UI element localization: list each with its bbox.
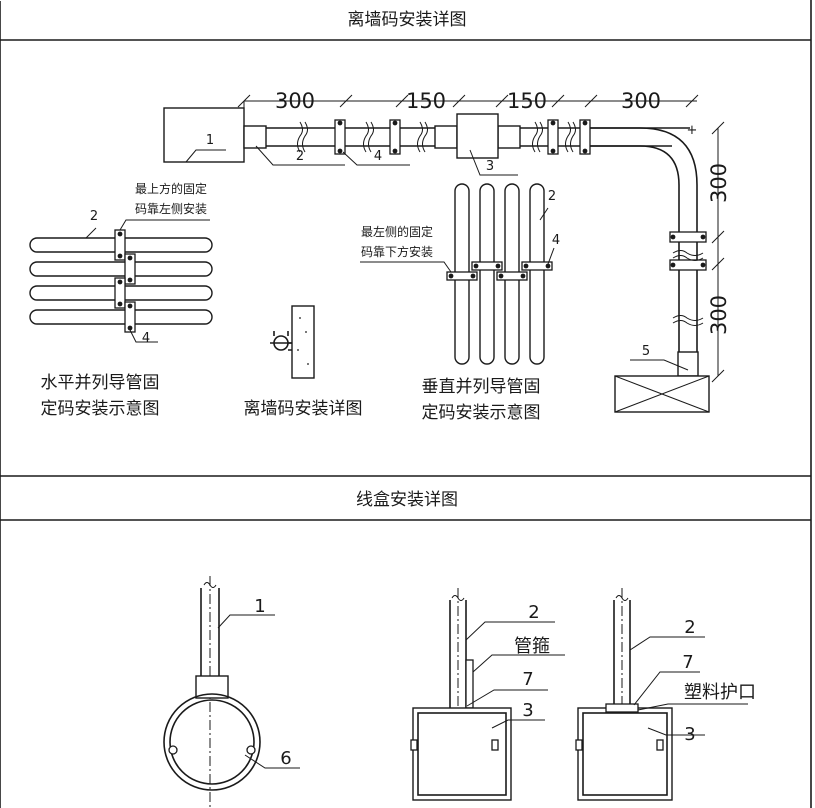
horiz-label-2: 2 xyxy=(90,209,98,224)
dim-300-vertical-lower: 300 xyxy=(707,295,731,335)
mid-label-hoop: 管箍 xyxy=(514,636,550,657)
label-4: 4 xyxy=(374,149,382,164)
mid-label-7: 7 xyxy=(522,669,533,690)
square-box-guard-detail: 2 7 塑料护口 3 xyxy=(575,588,756,801)
vert-caption-line1: 垂直并列导管固 xyxy=(422,377,541,397)
vert-note-line2: 码靠下方安装 xyxy=(361,244,433,259)
dim-150-second: 150 xyxy=(507,89,547,113)
right-label-3: 3 xyxy=(684,724,695,745)
mid-label-2: 2 xyxy=(528,602,539,623)
round-box-detail: 1 6 xyxy=(163,576,300,808)
label-5: 5 xyxy=(642,344,650,359)
vert-note-line1: 最左侧的固定 xyxy=(361,224,433,239)
section-title-junction-box: 线盒安装详图 xyxy=(356,490,458,510)
junction-box-1 xyxy=(163,107,245,163)
label-1: 1 xyxy=(206,133,214,148)
horiz-caption-line1: 水平并列导管固 xyxy=(41,373,160,393)
junction-box-3 xyxy=(456,113,499,159)
horiz-note-line2: 码靠左侧安装 xyxy=(135,201,207,216)
plus-mark: + xyxy=(687,123,698,138)
dim-300-first: 300 xyxy=(275,89,315,113)
dim-300-second: 300 xyxy=(621,89,661,113)
conduit-run-diagram: 300 150 150 300 + 300 300 1 2 4 3 5 xyxy=(163,89,731,413)
right-label-2: 2 xyxy=(684,617,695,638)
horiz-note-line1: 最上方的固定 xyxy=(135,181,207,196)
vert-label-4: 4 xyxy=(552,233,560,248)
horizontal-parallel-conduits: 2 4 最上方的固定 码靠左侧安装 水平并列导管固 定码安装示意图 xyxy=(29,181,213,419)
dim-150-first: 150 xyxy=(406,89,446,113)
horiz-caption-line2: 定码安装示意图 xyxy=(41,399,160,419)
label-3: 3 xyxy=(486,159,494,174)
horiz-label-4: 4 xyxy=(142,331,150,346)
vert-caption-line2: 定码安装示意图 xyxy=(422,403,541,423)
conduit-bend xyxy=(590,127,698,240)
right-label-7: 7 xyxy=(682,652,693,673)
vert-label-2: 2 xyxy=(548,189,556,204)
wall-clip-caption: 离墙码安装详图 xyxy=(244,399,363,419)
square-box-hoop-detail: 2 管箍 7 3 xyxy=(410,588,565,801)
wall-clip-detail: 离墙码安装详图 xyxy=(244,305,363,419)
label-2: 2 xyxy=(296,149,304,164)
vertical-parallel-conduits: 最左侧的固定 码靠下方安装 2 4 垂直并列导管固 定码安装示意图 xyxy=(360,183,560,423)
round-label-1: 1 xyxy=(254,596,265,617)
mid-label-3: 3 xyxy=(522,700,533,721)
section-title-wall-clip: 离墙码安装详图 xyxy=(348,10,467,30)
dim-300-vertical-upper: 300 xyxy=(707,163,731,203)
round-label-6: 6 xyxy=(280,748,291,769)
right-label-guard: 塑料护口 xyxy=(684,682,756,703)
